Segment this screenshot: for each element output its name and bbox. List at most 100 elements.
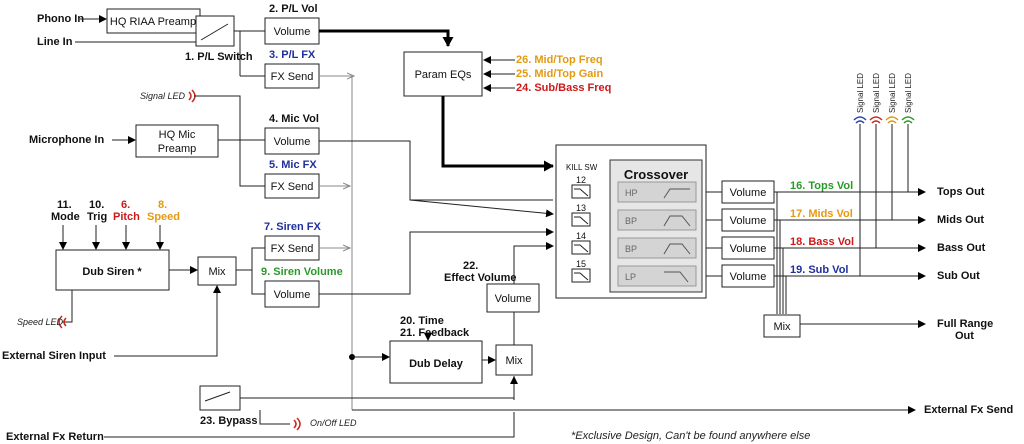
dub-delay-block [389, 340, 483, 384]
riaa-preamp-label: HQ RIAA Preamp [110, 16, 196, 28]
sub-out-label: Sub Out [937, 270, 980, 282]
pitch-number: 6. [121, 199, 130, 211]
pl-volume-text: Volume [274, 26, 311, 38]
svg-text:BP: BP [625, 216, 637, 226]
bass-volume-text: Volume [730, 243, 767, 255]
svg-text:LP: LP [625, 272, 636, 282]
mode-number: 11. [57, 199, 72, 211]
sub-signal-led-icon [853, 116, 867, 124]
kill-switch-2: 13 [571, 203, 591, 227]
siren-volume-block [264, 280, 320, 308]
trig-number: 10. [89, 199, 104, 211]
kill-switch-4: 15 [571, 259, 591, 283]
mids-signal-led-icon [885, 116, 899, 124]
footnote: *Exclusive Design, Can't be found anywhe… [571, 430, 810, 442]
svg-text:15: 15 [576, 259, 586, 269]
bass-signal-led-icon [869, 116, 883, 124]
mic-volume-block [264, 127, 320, 155]
tops-volume-text: Volume [730, 187, 767, 199]
tops-signal-led-icon [901, 116, 915, 124]
bass-signal-led-label: Signal LED [872, 73, 881, 113]
delay-mix-block [495, 344, 533, 376]
external-fx-send-label: External Fx Send [924, 404, 1013, 416]
siren-mix-text: Mix [208, 266, 226, 278]
param-eqs-block [403, 51, 483, 97]
pitch-label: Pitch [113, 211, 140, 223]
time-label: 20. Time [400, 315, 444, 327]
onoff-led-icon [293, 417, 301, 431]
bass-vol-label: 18. Bass Vol [790, 236, 854, 248]
line-in-label: Line In [37, 36, 73, 48]
speed-number: 8. [158, 199, 167, 211]
svg-text:BP: BP [625, 244, 637, 254]
mids-out-label: Mids Out [937, 214, 984, 226]
signal-led-label: Signal LED [140, 91, 186, 101]
delay-mix-text: Mix [505, 355, 523, 367]
speed-led-icon [58, 315, 67, 329]
full-range-out-line1: Full Range [937, 318, 993, 330]
tops-out-label: Tops Out [937, 186, 985, 198]
mode-label: Mode [51, 211, 80, 223]
kill-sw-label: KILL SW [566, 163, 598, 172]
siren-volume-text: Volume [274, 289, 311, 301]
pl-fx-send-block [264, 63, 320, 89]
sub-volume-text: Volume [730, 271, 767, 283]
siren-mix-block [197, 256, 237, 286]
microphone-in-label: Microphone In [29, 134, 104, 146]
svg-text:14: 14 [576, 231, 586, 241]
full-range-mix-block [763, 314, 801, 338]
filter-lp: LP [617, 265, 697, 287]
siren-fx-label: 7. Siren FX [264, 221, 322, 233]
tops-vol-label: 16. Tops Vol [790, 180, 853, 192]
siren-fx-send-block [264, 235, 320, 261]
mic-fx-send-text: FX Send [271, 181, 314, 193]
kill-switch-3: 14 [571, 231, 591, 255]
dub-siren-text: Dub Siren * [82, 266, 142, 278]
bypass-switch-box [199, 385, 241, 411]
sub-signal-led-label: Signal LED [856, 73, 865, 113]
mid-top-freq-label: 26. Mid/Top Freq [516, 54, 603, 66]
mid-top-gain-label: 25. Mid/Top Gain [516, 68, 603, 80]
filter-bp-2: BP [617, 237, 697, 259]
speed-led-label: Speed LED [17, 317, 64, 327]
siren-fx-send-text: FX Send [271, 243, 314, 255]
trig-label: Trig [87, 211, 107, 223]
mids-signal-led-label: Signal LED [888, 73, 897, 113]
pl-vol-label: 2. P/L Vol [269, 3, 318, 15]
mic-preamp-line2: Preamp [158, 143, 197, 155]
effect-volume-text: Volume [495, 293, 532, 305]
effect-volume-number: 22. [463, 260, 478, 272]
mic-fx-label: 5. Mic FX [269, 159, 317, 171]
speed-label: Speed [147, 211, 180, 223]
full-range-out-line2: Out [955, 330, 974, 342]
mic-preamp-line1: HQ Mic [159, 129, 196, 141]
phono-in-label: Phono In [37, 13, 84, 25]
siren-volume-label: 9. Siren Volume [261, 266, 343, 278]
external-fx-return-label: External Fx Return [6, 431, 104, 443]
effect-volume-block [486, 283, 540, 313]
external-siren-input-label: External Siren Input [2, 350, 106, 362]
kill-switch-1: 12 [571, 175, 591, 199]
bass-out-label: Bass Out [937, 242, 986, 254]
effect-volume-label: Effect Volume [444, 272, 517, 284]
full-range-mix-text: Mix [773, 321, 791, 333]
pl-fx-label: 3. P/L FX [269, 49, 316, 61]
mic-preamp-block [135, 124, 219, 158]
svg-text:13: 13 [576, 203, 586, 213]
svg-text:HP: HP [625, 188, 638, 198]
bypass-label: 23. Bypass [200, 415, 257, 427]
filter-hp: HP [617, 181, 697, 203]
param-eqs-text: Param EQs [415, 69, 472, 81]
pl-switch-label: 1. P/L Switch [185, 51, 253, 63]
mic-vol-label: 4. Mic Vol [269, 113, 319, 125]
filter-bp-1: BP [617, 209, 697, 231]
crossover-title: Crossover [624, 167, 688, 182]
mids-vol-label: 17. Mids Vol [790, 208, 853, 220]
sub-bass-freq-label: 24. Sub/Bass Freq [516, 82, 611, 94]
dub-siren-block [55, 249, 170, 291]
pl-switch-box [195, 15, 235, 47]
mids-volume-text: Volume [730, 215, 767, 227]
tops-signal-led-label: Signal LED [904, 73, 913, 113]
sub-vol-label: 19. Sub Vol [790, 264, 848, 276]
